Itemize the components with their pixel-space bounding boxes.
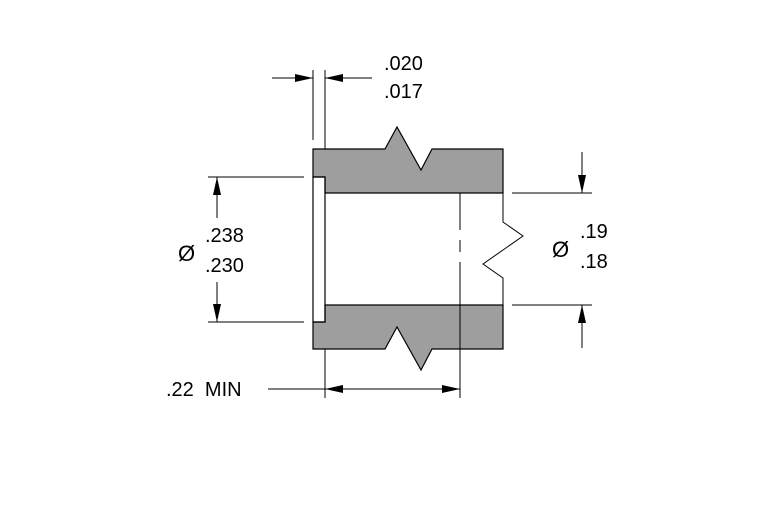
flange-thickness-lower: .017 bbox=[384, 81, 423, 103]
arrowhead bbox=[578, 305, 586, 323]
arrowhead bbox=[325, 385, 343, 393]
flange-strip bbox=[312, 176, 326, 323]
outer-diameter-symbol: Ø bbox=[178, 241, 195, 266]
arrowhead bbox=[213, 304, 221, 322]
depth-min-label: .22 MIN bbox=[166, 379, 242, 401]
outer-diameter-lower: .230 bbox=[205, 255, 244, 277]
inner-diameter-lower: .18 bbox=[580, 251, 608, 273]
inner-diameter-symbol: Ø bbox=[552, 237, 569, 262]
inner-diameter-upper: .19 bbox=[580, 221, 608, 243]
arrowhead bbox=[442, 385, 460, 393]
arrowhead bbox=[325, 74, 343, 82]
arrowhead bbox=[213, 177, 221, 195]
arrowhead bbox=[295, 74, 313, 82]
outer-diameter-upper: .238 bbox=[205, 225, 244, 247]
arrowhead bbox=[578, 175, 586, 193]
flange-thickness-upper: .020 bbox=[384, 53, 423, 75]
upper-wall-section bbox=[312, 125, 504, 194]
bore-break-line bbox=[482, 193, 524, 305]
lower-wall-section bbox=[312, 304, 504, 372]
